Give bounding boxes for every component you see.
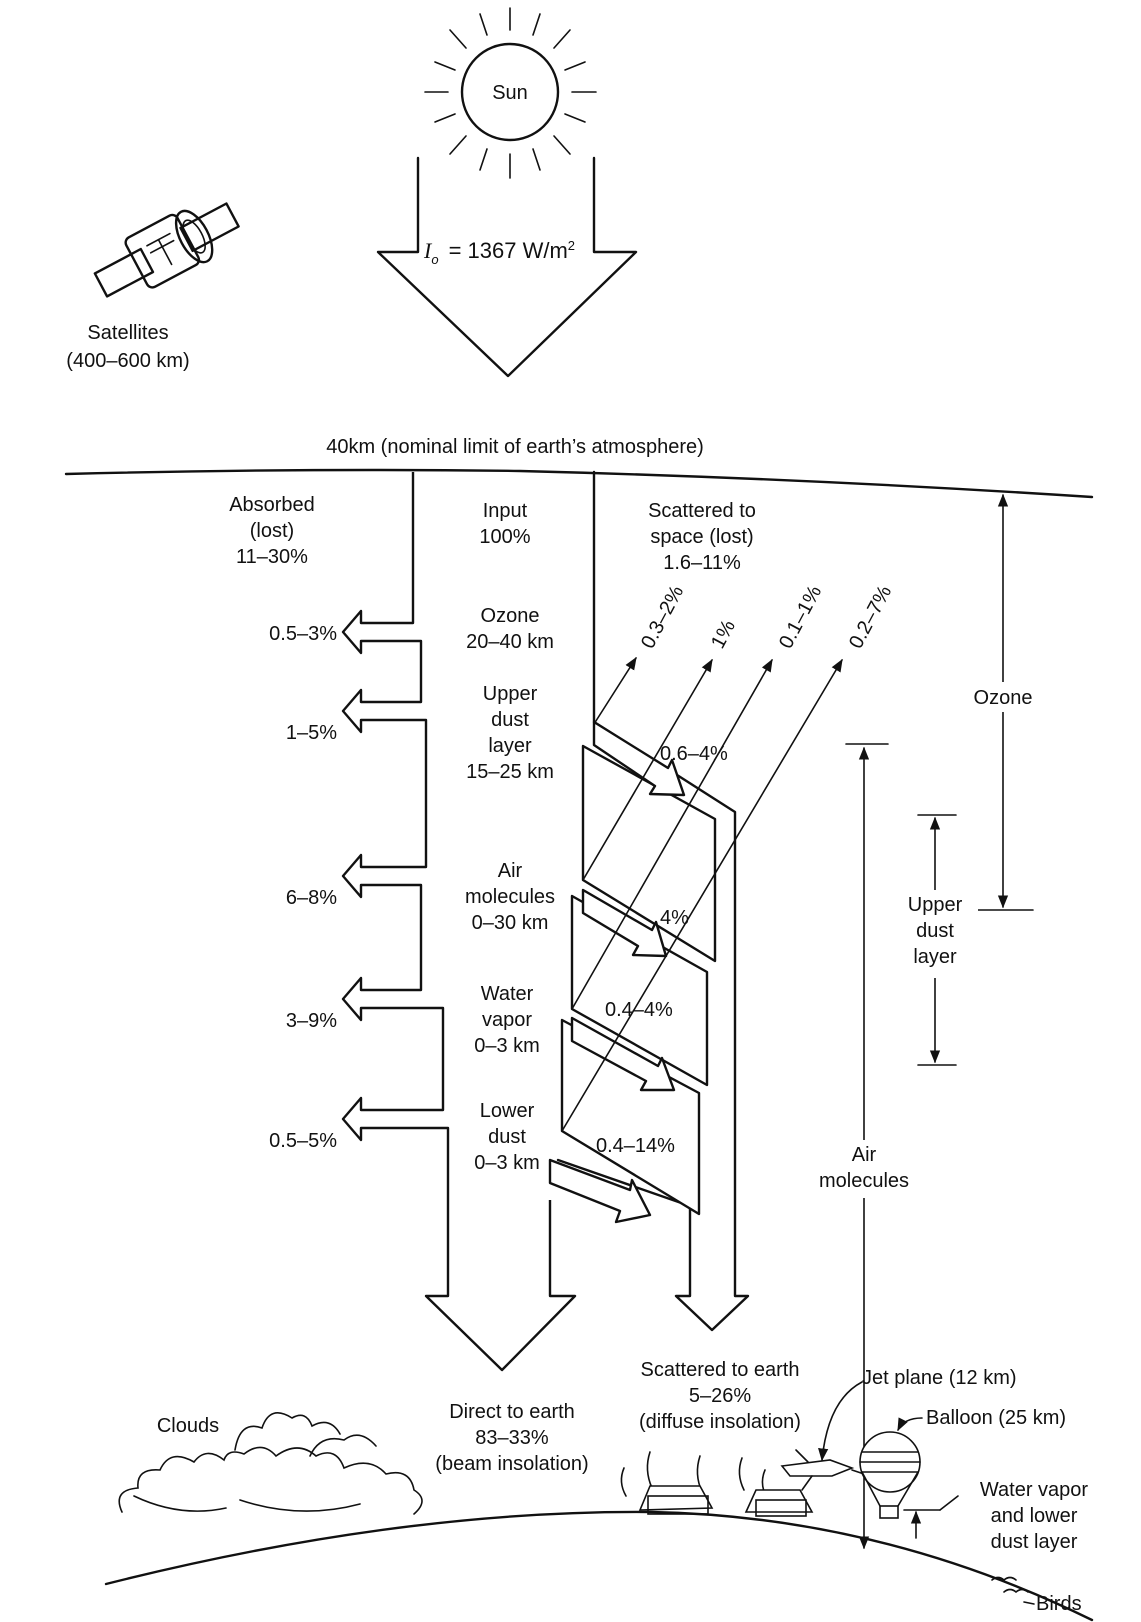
svg-text:0.4–4%: 0.4–4% (605, 999, 673, 1021)
atmosphere-limit-label: 40km (nominal limit of earth’s atmospher… (326, 436, 704, 458)
space-scatter-upper-dust: 1% (707, 616, 740, 652)
svg-text:0–3 km: 0–3 km (474, 1152, 540, 1174)
svg-text:Upper: Upper (908, 894, 963, 916)
sun-disc (460, 42, 560, 142)
solar-constant-label: Io= 1367 W/m2 (423, 238, 575, 267)
layer-upper-dust: Upper dust layer 15–25 km (466, 683, 554, 783)
svg-text:dust: dust (916, 920, 954, 942)
altitude-upper-dust: Upper dust layer (892, 814, 978, 1066)
scattered-to-earth-label: Scattered to earth 5–26% (diffuse insola… (639, 1359, 801, 1433)
svg-text:Air: Air (852, 1144, 877, 1166)
incoming-radiation-arrow: Io= 1367 W/m2 (376, 156, 638, 378)
space-scatter-values: 0.3–2% 1% 0.1–1% 0.2–7% (637, 582, 896, 652)
altitude-ozone: Ozone (960, 493, 1046, 911)
input-header: Input 100% (479, 500, 530, 548)
jet-plane-label: Jet plane (12 km) (862, 1367, 1017, 1389)
svg-text:Upper: Upper (483, 683, 538, 705)
svg-text:83–33%: 83–33% (475, 1427, 549, 1449)
balloon-label: Balloon (25 km) (926, 1407, 1066, 1429)
svg-text:(beam insolation): (beam insolation) (435, 1453, 588, 1475)
svg-text:vapor: vapor (482, 1009, 532, 1031)
svg-text:dust: dust (491, 709, 529, 731)
absorbed-ozone-value: 0.5–3% (269, 623, 337, 645)
absorbed-header: Absorbed (lost) 11–30% (229, 494, 315, 568)
space-scatter-ozone: 0.3–2% (637, 582, 688, 652)
direct-to-earth-label: Direct to earth 83–33% (beam insolation) (435, 1401, 588, 1475)
redirect-arrows (548, 720, 686, 1224)
space-scatter-air: 0.1–1% (775, 582, 826, 652)
svg-text:Direct to earth: Direct to earth (449, 1401, 575, 1423)
layer-water-vapor: Water vapor 0–3 km (474, 983, 540, 1057)
svg-text:20–40 km: 20–40 km (466, 631, 554, 653)
birds-pointer (1023, 1601, 1035, 1605)
svg-text:dust: dust (488, 1126, 526, 1148)
earth-surface (104, 1510, 1094, 1622)
atmosphere-limit-line (64, 468, 1094, 499)
svg-text:(diffuse insolation): (diffuse insolation) (639, 1411, 801, 1433)
svg-text:5–26%: 5–26% (689, 1385, 751, 1407)
earth-scatter-values: 0.6–4% 4% 0.4–4% 0.4–14% (596, 743, 728, 1157)
svg-text:Scattered to earth: Scattered to earth (641, 1359, 800, 1381)
satellites-altitude-label: (400–600 km) (66, 350, 189, 372)
sun-label: Sun (492, 82, 528, 104)
svg-text:Input: Input (483, 500, 528, 522)
absorbed-path (341, 472, 577, 1372)
houses-icon (638, 1485, 814, 1517)
clouds-icon (118, 1412, 423, 1515)
water-vapor-marker (903, 1495, 959, 1539)
svg-text:11–30%: 11–30% (236, 546, 308, 568)
svg-text:space (lost): space (lost) (650, 526, 753, 548)
jet-plane-pointer (818, 1381, 863, 1462)
svg-text:0–30 km: 0–30 km (472, 912, 549, 934)
clouds-label: Clouds (157, 1415, 219, 1437)
svg-text:molecules: molecules (465, 886, 555, 908)
svg-text:Absorbed: Absorbed (229, 494, 315, 516)
balloon-pointer (897, 1417, 923, 1432)
svg-text:15–25 km: 15–25 km (466, 761, 554, 783)
absorbed-air-value: 6–8% (286, 887, 337, 909)
svg-text:4%: 4% (660, 907, 689, 929)
svg-text:Scattered to: Scattered to (648, 500, 756, 522)
svg-text:Ozone: Ozone (481, 605, 540, 627)
altitude-air-molecules: Air molecules (812, 743, 916, 1550)
layer-air-molecules: Air molecules 0–30 km (465, 860, 555, 934)
scattered-space-header: Scattered to space (lost) 1.6–11% (648, 500, 756, 574)
svg-text:Water vapor: Water vapor (980, 1479, 1089, 1501)
svg-text:layer: layer (488, 735, 532, 757)
svg-text:0.4–14%: 0.4–14% (596, 1135, 675, 1157)
svg-text:dust layer: dust layer (991, 1531, 1078, 1553)
sun-rays (424, 7, 597, 179)
sun: Sun (424, 7, 597, 179)
absorbed-values: 0.5–3% 1–5% 6–8% 3–9% 0.5–5% (269, 623, 337, 1152)
svg-text:molecules: molecules (819, 1170, 909, 1192)
svg-text:1.6–11%: 1.6–11% (663, 552, 741, 574)
svg-text:Lower: Lower (480, 1100, 535, 1122)
layer-lower-dust: Lower dust 0–3 km (474, 1100, 540, 1174)
water-vapor-label: Water vapor and lower dust layer (980, 1479, 1089, 1553)
svg-text:Air: Air (498, 860, 523, 882)
balloon-icon (859, 1431, 921, 1519)
svg-text:(lost): (lost) (250, 520, 294, 542)
layer-labels: Ozone 20–40 km Upper dust layer 15–25 km… (465, 605, 555, 1174)
svg-text:layer: layer (913, 946, 957, 968)
satellite-icon (93, 202, 240, 298)
svg-text:Water: Water (481, 983, 534, 1005)
satellites-label: Satellites (87, 322, 168, 344)
space-scatter-water: 0.2–7% (845, 582, 896, 652)
space-scatter-rays (561, 656, 843, 1132)
svg-text:Ozone: Ozone (974, 687, 1033, 709)
svg-text:and lower: and lower (991, 1505, 1078, 1527)
absorbed-upper-dust-value: 1–5% (286, 722, 337, 744)
layer-ozone: Ozone 20–40 km (466, 605, 554, 653)
absorbed-water-value: 3–9% (286, 1010, 337, 1032)
jet-plane-icon (780, 1449, 871, 1491)
svg-text:0.6–4%: 0.6–4% (660, 743, 728, 765)
svg-text:0–3 km: 0–3 km (474, 1035, 540, 1057)
svg-text:100%: 100% (479, 526, 530, 548)
absorbed-lower-dust-value: 0.5–5% (269, 1130, 337, 1152)
